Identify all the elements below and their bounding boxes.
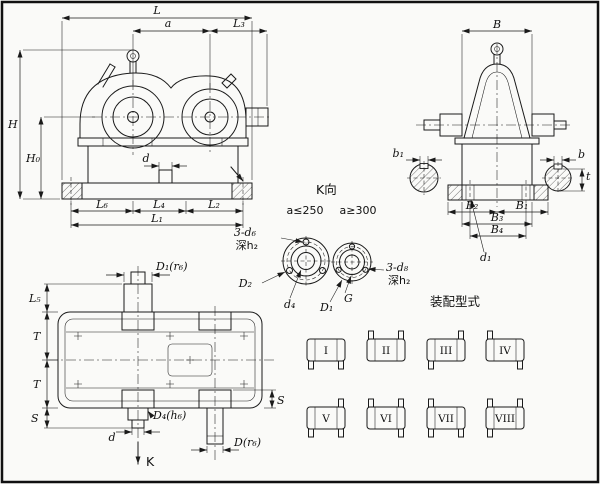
- dim-label-S-left: S: [31, 412, 39, 425]
- side-view: B b₁ b t B₂ B₁ B₃ B₄ d₁: [393, 18, 591, 264]
- assembly-item-4: IV: [485, 330, 525, 370]
- dim-label-L3: L₃: [232, 17, 245, 30]
- assembly-label-5: V: [321, 413, 330, 425]
- label-bolt-holes-large: 3-d₈: [386, 261, 409, 274]
- dim-label-G: G: [344, 292, 353, 305]
- dim-label-d-top-view: d: [108, 431, 115, 444]
- dim-label-H: H: [7, 118, 18, 131]
- dim-label-B1: B₁: [515, 199, 529, 212]
- k-direction-view: K向 a≤250 a≥300 3-d₆ 深h₂ D₂ d₄ G D₁ 3-d₈ …: [234, 182, 411, 314]
- dim-label-Dr6: D(r₆): [233, 436, 261, 449]
- dim-label-L1: L₁: [150, 212, 163, 225]
- k-arrow-label: K: [146, 454, 155, 469]
- drain-plug: [158, 169, 173, 184]
- k-view-title: K向: [316, 182, 337, 197]
- output-shaft-stub: [206, 407, 224, 445]
- base-hatch-left: [61, 182, 83, 200]
- k-cond-left: a≤250: [287, 204, 324, 217]
- dim-label-T-upper: T: [33, 330, 42, 343]
- dim-label-b: b: [578, 148, 585, 161]
- label-bolt-holes-small: 3-d₆: [234, 226, 257, 239]
- dipstick-icon: [97, 63, 116, 88]
- dim-label-a: a: [165, 17, 172, 30]
- dim-label-L4: L₄: [152, 198, 165, 211]
- assembly-types: 装配型式 I II III IV V: [306, 294, 525, 438]
- dim-label-B3: B₃: [490, 211, 504, 224]
- dim-label-d: d: [142, 152, 149, 165]
- dim-label-D4h6: D₄(h₆): [152, 409, 186, 422]
- assembly-label-7: VII: [437, 413, 454, 425]
- assembly-item-3: III: [426, 330, 466, 370]
- label-depth-small: 深h₂: [236, 239, 258, 252]
- label-depth-large: 深h₂: [388, 274, 410, 287]
- assembly-label-4: IV: [499, 345, 511, 357]
- output-shaft: [245, 107, 269, 127]
- assembly-label-2: II: [382, 345, 390, 357]
- assembly-item-7: VII: [426, 398, 466, 438]
- dim-label-T-lower: T: [33, 378, 42, 391]
- dim-label-t: t: [586, 170, 591, 183]
- housing-dome: [79, 72, 247, 139]
- assembly-item-6: VI: [366, 398, 406, 438]
- assembly-item-5: V: [306, 398, 346, 438]
- assembly-item-1: I: [306, 338, 346, 370]
- dim-label-S-right: S: [277, 394, 285, 407]
- assembly-item-8: VIII: [485, 398, 525, 438]
- base-hatch-right: [231, 182, 253, 200]
- dim-label-D1k: D₁: [319, 301, 333, 314]
- dim-label-B4: B₄: [490, 223, 504, 236]
- front-view: L a L₃ H H₀ d L₆ L₄ L₂ L₁: [7, 4, 272, 228]
- dim-label-b1: b₁: [393, 147, 404, 160]
- shaft-section-left: [407, 161, 441, 195]
- dim-label-B: B: [492, 18, 501, 31]
- dim-label-L6: L₆: [95, 198, 108, 211]
- shaft-section-right: [542, 162, 574, 194]
- k-cond-right: a≥300: [340, 204, 377, 217]
- drain-stub: [131, 419, 145, 429]
- dim-label-d1: d₁: [480, 251, 491, 264]
- dim-label-H0: H₀: [25, 152, 41, 165]
- dim-label-d4: d₄: [284, 298, 295, 311]
- dim-label-D1r6: D₁(r₆): [155, 260, 187, 273]
- assembly-title: 装配型式: [430, 294, 481, 309]
- top-view: D₁(r₆) L₅ T T S S D₄(h₆) d D(r₆) K: [28, 260, 285, 469]
- flange-small: [281, 236, 331, 286]
- dim-label-L: L: [152, 4, 160, 17]
- assembly-label-6: VI: [379, 413, 392, 425]
- assembly-label-3: III: [440, 345, 452, 357]
- breather-icon: [221, 73, 237, 89]
- assembly-label-1: I: [324, 345, 328, 357]
- dim-label-B2: B₂: [465, 199, 479, 212]
- dim-label-L2: L₂: [207, 198, 220, 211]
- dim-label-D2: D₂: [238, 277, 252, 290]
- assembly-label-8: VIII: [494, 413, 515, 425]
- dim-label-L5: L₅: [28, 292, 41, 305]
- flange-large: [331, 241, 373, 285]
- oil-cock-icon: [230, 166, 244, 182]
- assembly-item-2: II: [366, 330, 406, 362]
